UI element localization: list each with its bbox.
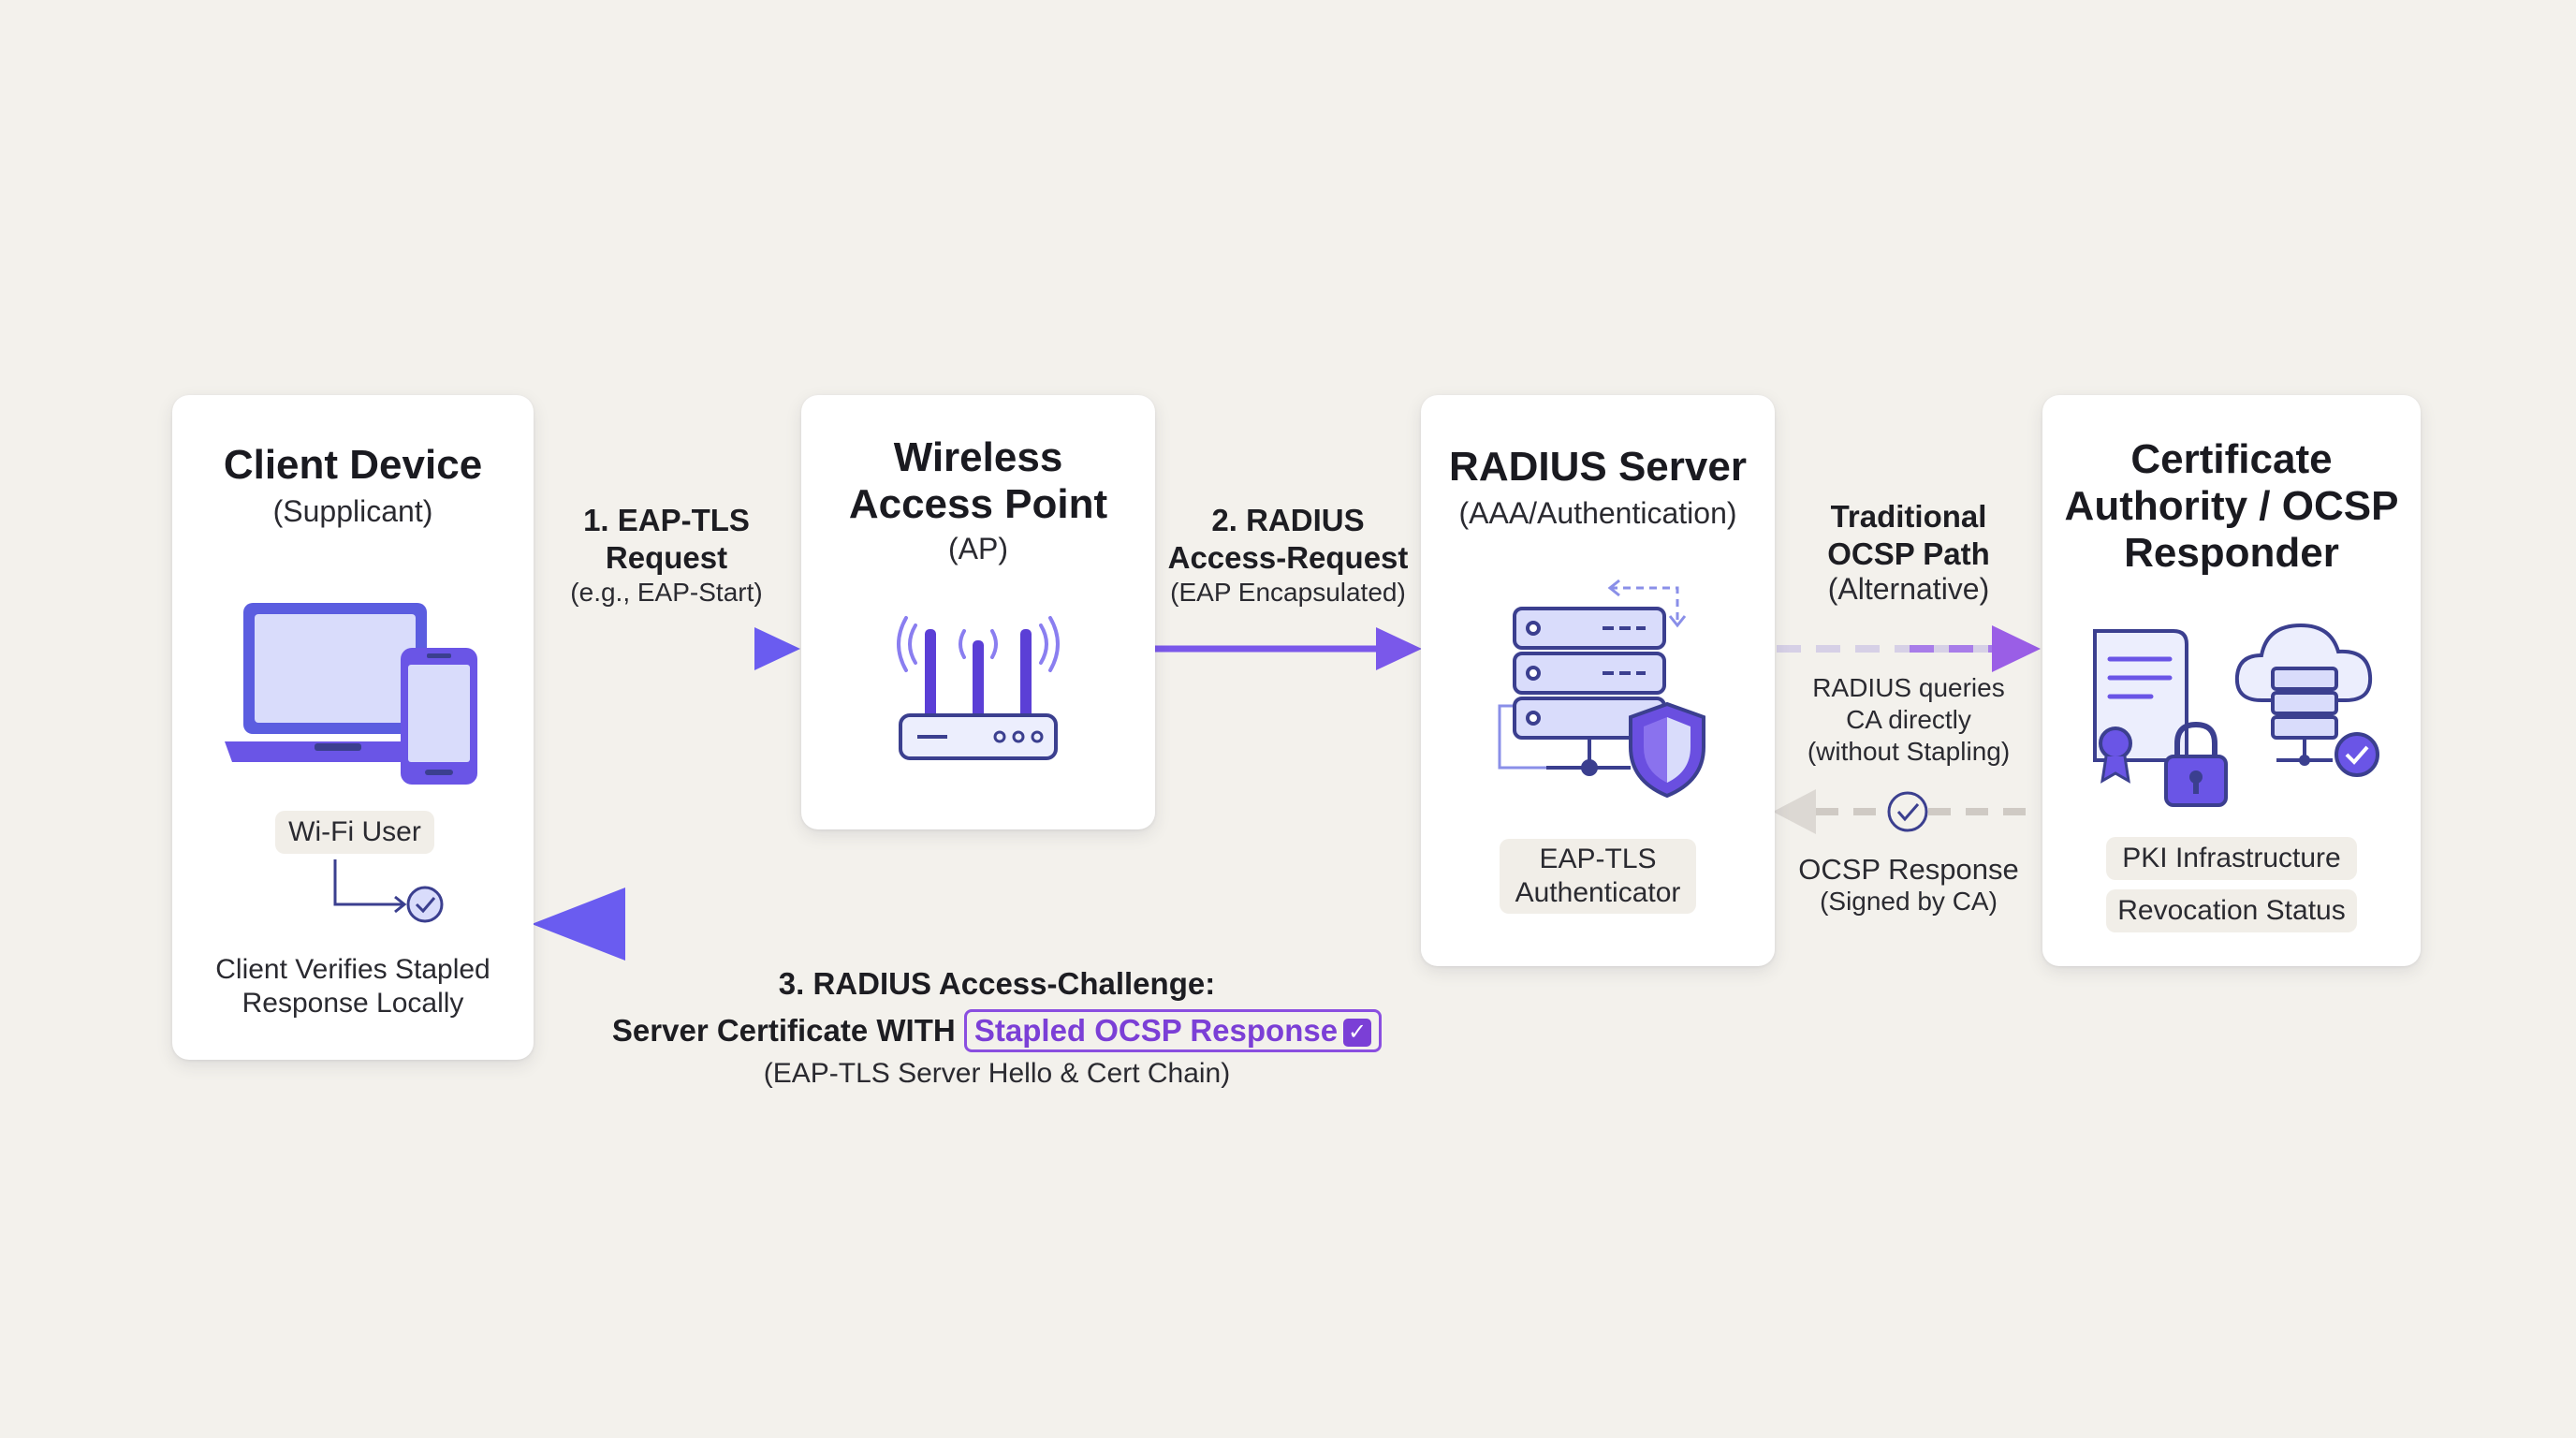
- cloud-server-icon: [2234, 623, 2379, 777]
- check-circle-icon: [2334, 732, 2379, 777]
- arrow-ocsp-query: [1777, 625, 2041, 672]
- ocsp-path-label: Traditional OCSP Path (Alternative): [1778, 498, 2039, 605]
- verify-connector-icon: [333, 859, 444, 923]
- arrow-ocsp-response: [1773, 789, 2041, 834]
- stapled-ocsp-highlight: Stapled OCSP Response✓: [963, 1009, 1383, 1052]
- client-device-card[interactable]: Client Device (Supplicant) Wi-Fi User Cl…: [172, 395, 534, 1060]
- radius-badge: EAP-TLS Authenticator: [1500, 839, 1696, 914]
- shield-icon: [1629, 701, 1705, 799]
- client-subtitle: (Supplicant): [272, 494, 433, 528]
- ap-title-line2: Access Point: [848, 481, 1108, 527]
- step2-line2: Access-Request: [1167, 540, 1409, 575]
- radius-subtitle: (AAA/Authentication): [1458, 496, 1737, 530]
- radius-title: RADIUS Server: [1449, 444, 1747, 490]
- client-note-line2: Response Locally: [242, 988, 464, 1019]
- ocsp-response-line1: OCSP Response: [1798, 853, 2019, 886]
- step3-detail: (EAP-TLS Server Hello & Cert Chain): [763, 1058, 1231, 1089]
- padlock-icon: [2164, 721, 2228, 807]
- certificate-icon: [2093, 629, 2188, 784]
- ca-title-line2: Authority / OCSP: [2064, 483, 2399, 529]
- client-note: Client Verifies Stapled Response Locally: [172, 953, 534, 1020]
- radius-badge-line2: Authenticator: [1515, 877, 1681, 908]
- ocsp-note-line3: (without Stapling): [1807, 737, 2011, 766]
- radius-badge-line1: EAP-TLS: [1539, 844, 1657, 874]
- ca-badge-revocation: Revocation Status: [2106, 889, 2357, 932]
- stapled-ocsp-text: Stapled OCSP Response: [973, 1013, 1339, 1048]
- ap-title-line1: Wireless: [893, 434, 1063, 480]
- check-circle-icon: [1887, 791, 1928, 832]
- step3-line1: 3. RADIUS Access-Challenge:: [778, 966, 1216, 1001]
- arrow-step3: [532, 888, 1421, 961]
- ap-subtitle: (AP): [948, 532, 1008, 565]
- check-circle-icon: [406, 886, 444, 923]
- step3-line2-prefix: Server Certificate WITH: [611, 1013, 956, 1048]
- step3-line2: Server Certificate WITH Stapled OCSP Res…: [562, 1009, 1432, 1052]
- ocsp-note-line1: RADIUS queries: [1812, 673, 2005, 702]
- access-point-card[interactable]: Wireless Access Point (AP): [801, 395, 1155, 829]
- server-icon: [1498, 579, 1687, 776]
- phone-icon: [401, 648, 477, 785]
- ca-badge-pki: PKI Infrastructure: [2106, 837, 2357, 880]
- arrow-step2: [1155, 627, 1422, 670]
- client-title: Client Device: [223, 442, 483, 488]
- ocsp-path-line3: (Alternative): [1827, 572, 1990, 606]
- step2-line1: 2. RADIUS: [1211, 503, 1365, 537]
- ocsp-response-line2: (Signed by CA): [1820, 887, 1998, 916]
- step1-label: 1. EAP-TLS Request (e.g., EAP-Start): [543, 502, 790, 609]
- laptop-icon: [225, 603, 449, 762]
- ca-title-line1: Certificate: [2130, 436, 2333, 482]
- radius-server-card[interactable]: RADIUS Server (AAA/Authentication) EAP-T…: [1421, 395, 1775, 966]
- ocsp-path-line1: Traditional: [1830, 499, 1987, 534]
- arrow-step1: [535, 627, 800, 670]
- ocsp-path-note: RADIUS queries CA directly (without Stap…: [1778, 672, 2039, 768]
- client-badge: Wi-Fi User: [275, 811, 434, 854]
- ocsp-path-line2: OCSP Path: [1827, 536, 1990, 571]
- ca-ocsp-card[interactable]: Certificate Authority / OCSP Responder P…: [2042, 395, 2421, 966]
- step1-line2: Request: [605, 540, 728, 575]
- ca-title: Certificate Authority / OCSP Responder: [2042, 436, 2421, 577]
- step2-detail: (EAP Encapsulated): [1170, 578, 1406, 607]
- step1-line1: 1. EAP-TLS: [583, 503, 750, 537]
- step1-detail: (e.g., EAP-Start): [570, 578, 763, 607]
- ca-title-line3: Responder: [2124, 530, 2339, 576]
- step3-label: 3. RADIUS Access-Challenge: Server Certi…: [562, 962, 1432, 1090]
- ocsp-response-label: OCSP Response (Signed by CA): [1778, 854, 2039, 917]
- ap-title: Wireless Access Point: [801, 434, 1155, 528]
- router-icon: [897, 616, 1060, 760]
- checkbox-icon: ✓: [1343, 1019, 1372, 1048]
- step2-label: 2. RADIUS Access-Request (EAP Encapsulat…: [1157, 502, 1419, 609]
- ocsp-note-line2: CA directly: [1846, 705, 1971, 734]
- client-note-line1: Client Verifies Stapled: [215, 954, 490, 985]
